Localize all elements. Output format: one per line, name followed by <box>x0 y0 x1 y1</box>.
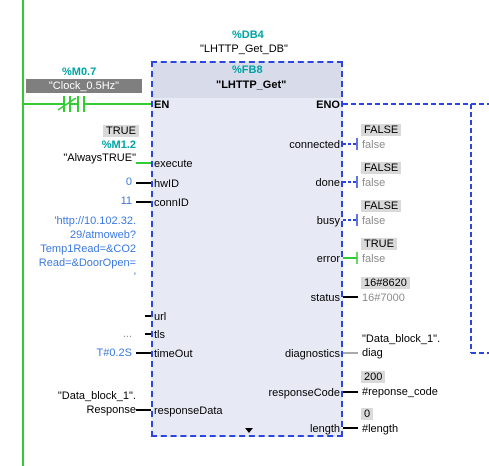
done-operand[interactable]: false <box>362 177 386 189</box>
pin-execute: execute <box>154 158 193 170</box>
pin-responsedata: responseData <box>154 405 223 417</box>
connected-operand[interactable]: false <box>362 139 386 151</box>
timeout-operand[interactable]: T#0.2S <box>96 347 132 359</box>
pin-eno: ENO <box>316 99 340 111</box>
expand-arrow-icon[interactable] <box>245 428 253 433</box>
pin-connid: connID <box>154 197 189 209</box>
execute-operand[interactable]: "AlwaysTRUE" <box>63 152 136 164</box>
pin-en: EN <box>154 99 170 111</box>
pin-url: url <box>154 311 167 323</box>
connid-operand[interactable]: 11 <box>120 195 132 207</box>
status-monitor-value: 16#8620 <box>361 277 410 289</box>
pin-error: error <box>316 253 340 265</box>
pin-hwid: hwID <box>154 178 180 190</box>
url-operand-line4[interactable]: Read=&DoorOpen= <box>38 257 136 269</box>
length-operand[interactable]: #length <box>362 423 399 435</box>
pin-done: done <box>315 177 340 189</box>
contact-name[interactable]: "Clock_0.5Hz" <box>26 79 142 93</box>
pin-connected: connected <box>289 139 340 151</box>
done-monitor-value: FALSE <box>361 162 402 174</box>
busy-monitor-value: FALSE <box>361 200 402 212</box>
diagnostics-operand-line1[interactable]: "Data_block_1". <box>362 333 441 345</box>
error-operand[interactable]: false <box>362 253 386 265</box>
url-operand-line1[interactable]: 'http://10.102.32. <box>54 215 136 227</box>
url-operand-line3[interactable]: Temp1Read=&CO2 <box>40 243 136 255</box>
pin-length: length <box>310 423 340 435</box>
url-operand-line2[interactable]: 29/atmoweb? <box>69 229 136 241</box>
hwid-operand[interactable]: 0 <box>125 176 132 188</box>
fb-address: %FB8 <box>232 64 263 76</box>
normally-open-contact[interactable] <box>58 96 86 112</box>
fb-name: "LHTTP_Get" <box>216 79 287 91</box>
function-block[interactable] <box>151 61 343 437</box>
responsecode-operand[interactable]: #reponse_code <box>362 386 438 398</box>
pin-diagnostics: diagnostics <box>284 348 340 360</box>
execute-monitor-value: TRUE <box>103 125 139 137</box>
connected-monitor-value: FALSE <box>361 124 402 136</box>
responsedata-operand-line2[interactable]: Response <box>86 404 136 416</box>
tls-operand[interactable]: ... <box>122 328 132 340</box>
execute-operand-address: %M1.2 <box>101 139 136 151</box>
pin-timeout: timeOut <box>154 348 193 360</box>
responsecode-monitor-value: 200 <box>361 371 386 383</box>
function-block-header <box>153 63 341 98</box>
instance-db-address: %DB4 <box>232 29 264 41</box>
url-operand-line5[interactable]: ' <box>133 271 136 283</box>
length-monitor-value: 0 <box>361 408 374 420</box>
pin-tls: tls <box>154 329 165 341</box>
pin-busy: busy <box>316 215 340 227</box>
contact-address: %M0.7 <box>62 66 97 78</box>
pin-status: status <box>310 292 340 304</box>
instance-db-name[interactable]: "LHTTP_Get_DB" <box>200 43 288 55</box>
status-operand[interactable]: 16#7000 <box>362 292 405 304</box>
busy-operand[interactable]: false <box>362 215 386 227</box>
error-monitor-value: TRUE <box>361 238 397 250</box>
diagnostics-operand-line2[interactable]: diag <box>362 347 383 359</box>
responsedata-operand-line1[interactable]: "Data_block_1". <box>57 390 136 402</box>
pin-responsecode: responseCode <box>268 387 340 399</box>
